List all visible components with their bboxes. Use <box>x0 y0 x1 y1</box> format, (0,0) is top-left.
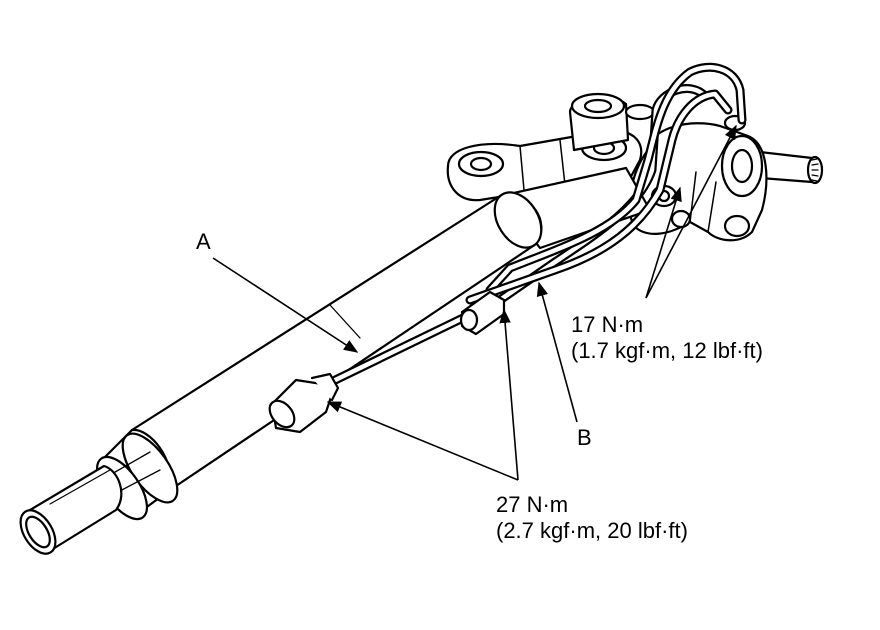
input-shaft <box>758 150 824 185</box>
pipe-a <box>320 84 710 390</box>
leader-27-right <box>499 308 519 481</box>
callout-b: B <box>577 425 592 450</box>
leader-17-right <box>645 124 737 299</box>
leader-a <box>212 257 359 353</box>
tie-rod-tube <box>19 464 123 555</box>
torque-upper-value: 17 N·m <box>571 312 644 337</box>
callout-a: A <box>196 229 211 254</box>
torque-upper-detail: (1.7 kgf·m, 12 lbf·ft) <box>571 338 763 363</box>
flare-nut <box>268 372 340 434</box>
leader-27-left <box>326 401 519 481</box>
rack-cylinder <box>130 166 652 492</box>
torque-spec-upper: 17 N·m (1.7 kgf·m, 12 lbf·ft) <box>571 312 763 364</box>
torque-lower-detail: (2.7 kgf·m, 20 lbf·ft) <box>496 518 688 543</box>
leader-17-left <box>645 186 682 299</box>
torque-spec-lower: 27 N·m (2.7 kgf·m, 20 lbf·ft) <box>496 492 688 544</box>
leader-b <box>536 281 578 423</box>
torque-lower-value: 27 N·m <box>496 492 569 517</box>
pipe-b <box>465 62 747 305</box>
